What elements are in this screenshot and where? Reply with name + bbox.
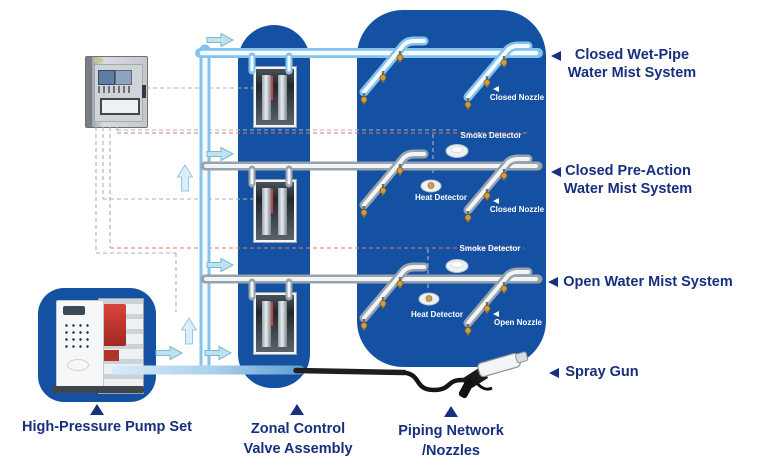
valve-assembly-2 bbox=[254, 180, 296, 242]
smoke-detector-label: Smoke Detector bbox=[459, 244, 521, 253]
valve-red-pipe bbox=[271, 189, 273, 213]
pump-control-cabinet bbox=[56, 300, 104, 390]
zonal-valve-label: Zonal Control Valve Assembly bbox=[223, 419, 373, 459]
heat-detector-label: Heat Detector bbox=[410, 310, 463, 319]
panel-screen-right bbox=[115, 70, 132, 85]
flow-arrow-right-icon bbox=[155, 33, 234, 360]
pointer-left-white-icon bbox=[493, 86, 499, 92]
open-nozzle-label: Open Nozzle bbox=[493, 318, 542, 327]
panel-label-sticker bbox=[94, 59, 103, 62]
panel-keypad bbox=[98, 86, 130, 93]
spray-hose bbox=[403, 370, 465, 393]
pointer-up-icon bbox=[90, 404, 104, 415]
cabinet-vent bbox=[63, 306, 85, 315]
valve-cylinder bbox=[262, 301, 271, 347]
panel-handle bbox=[142, 85, 146, 98]
cabinet-badge bbox=[67, 359, 89, 371]
pump-set-label-text: High-Pressure Pump Set bbox=[21, 419, 192, 435]
valve-cylinder bbox=[278, 75, 287, 120]
closed-nozzle-label: Closed Nozzle bbox=[489, 93, 545, 102]
pointer-up-icon bbox=[290, 404, 304, 415]
spray-gun-label: Spray Gun bbox=[552, 363, 652, 381]
pump-set-box bbox=[38, 288, 156, 402]
valve-cylinder bbox=[262, 188, 271, 235]
system-label-line: Water Mist System bbox=[563, 181, 693, 197]
valve-red-pipe bbox=[271, 76, 273, 100]
panel-door bbox=[94, 64, 143, 122]
cabinet-button-grid bbox=[63, 322, 93, 352]
heat-detector-label: Heat Detector bbox=[414, 193, 467, 202]
system-label-line: Closed Pre-Action bbox=[565, 163, 691, 179]
system-label-closed-pre-action: Closed Pre-Action Water Mist System bbox=[553, 162, 703, 198]
pointer-up-icon bbox=[444, 406, 458, 417]
spray-gun-label-text: Spray Gun bbox=[565, 364, 639, 380]
zonal-valve-label-line: Valve Assembly bbox=[243, 441, 353, 457]
panel-side-edge bbox=[86, 57, 92, 127]
piping-network-label: Piping Network /Nozzles bbox=[376, 421, 526, 461]
pointer-left-white-icon bbox=[493, 198, 499, 204]
valve-red-pipe bbox=[271, 302, 273, 326]
valve-assembly-3 bbox=[254, 293, 296, 354]
piping-network-label-line: Piping Network bbox=[398, 423, 504, 439]
valve-cylinder bbox=[262, 75, 271, 120]
pump-red-motor-small bbox=[104, 350, 119, 361]
system-label-open-water-mist: Open Water Mist System bbox=[563, 273, 733, 291]
panel-screen-left bbox=[98, 70, 115, 85]
valve-cylinder bbox=[278, 301, 287, 347]
panel-display bbox=[100, 98, 140, 115]
alarm-control-panel bbox=[85, 56, 148, 128]
pointer-left-icon bbox=[551, 167, 561, 177]
zonal-valve-label-line: Zonal Control bbox=[250, 421, 346, 437]
pump-red-motor bbox=[100, 304, 126, 346]
pump-set-label: High-Pressure Pump Set bbox=[17, 417, 197, 437]
pointer-left-white-icon bbox=[493, 311, 499, 317]
smoke-detector-label: Smoke Detector bbox=[460, 131, 522, 140]
pointer-left-icon bbox=[551, 51, 561, 61]
closed-nozzle-label: Closed Nozzle bbox=[489, 205, 545, 214]
pump-base bbox=[52, 386, 144, 393]
system-label-line: Closed Wet-Pipe bbox=[574, 47, 690, 63]
piping-network-label-line: /Nozzles bbox=[421, 443, 480, 459]
valve-assembly-1 bbox=[254, 67, 296, 127]
pointer-left-icon bbox=[549, 368, 559, 378]
valve-cylinder bbox=[278, 188, 287, 235]
flow-arrow-up-icon bbox=[177, 164, 197, 345]
pointer-left-icon bbox=[548, 277, 558, 287]
system-label-line: Water Mist System bbox=[567, 65, 697, 81]
system-label-line: Open Water Mist System bbox=[563, 274, 733, 290]
system-label-closed-wet-pipe: Closed Wet-Pipe Water Mist System bbox=[557, 46, 707, 82]
